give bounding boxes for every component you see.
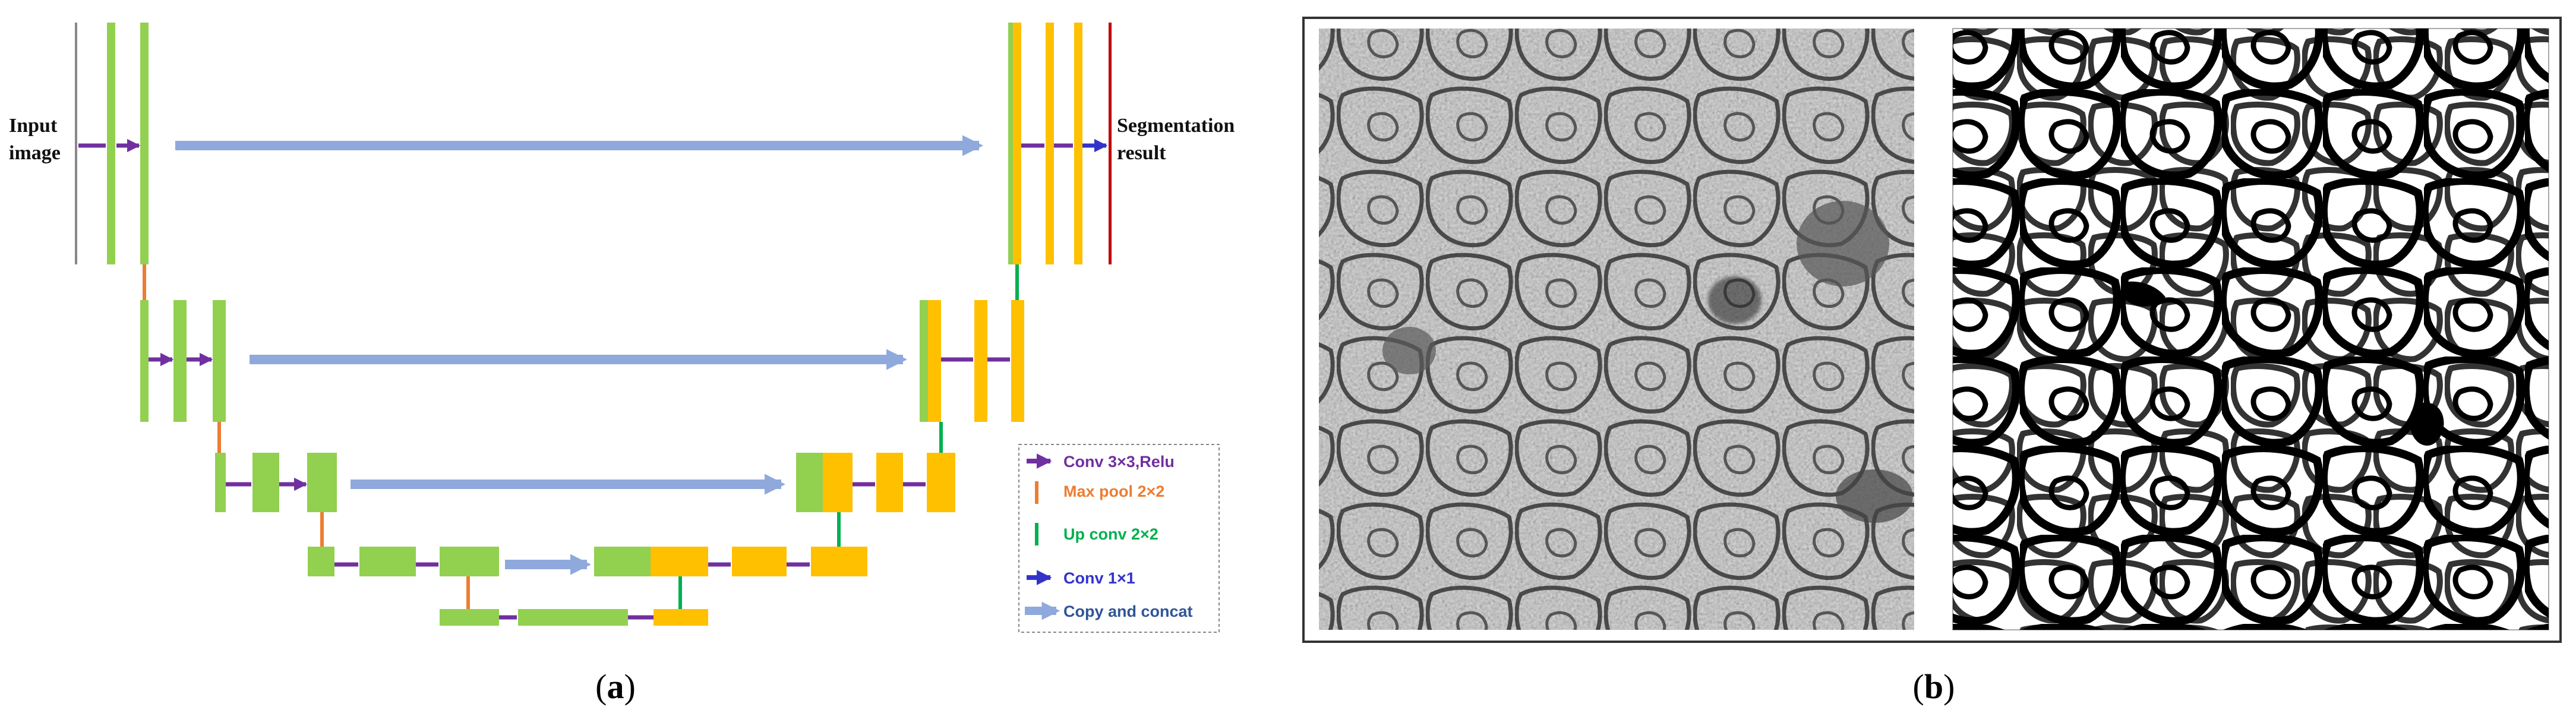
legend-copy-concat-label: Copy and concat <box>1063 603 1193 620</box>
em-micrograph-image <box>1319 29 1914 630</box>
decoder-l3-block-2 <box>876 453 903 512</box>
encoder-l2-block-3 <box>213 300 226 422</box>
decoder-l4-block-2 <box>732 547 787 576</box>
encoder-l3-block-1 <box>215 453 226 512</box>
caption-a: (a) <box>595 667 636 706</box>
segmentation-mask-image <box>1952 28 2549 630</box>
legend-max-pool-label: Max pool 2×2 <box>1063 482 1164 500</box>
segmentation-result-label-line2: result <box>1117 142 1166 164</box>
input-image-label: Input <box>9 115 58 137</box>
encoder-l4-block-2 <box>359 547 416 576</box>
input-image-label-line2: image <box>9 142 61 164</box>
decoder-l1-block-3 <box>1074 23 1082 264</box>
segmentation-output-line <box>1109 23 1112 264</box>
decoder-l1-yellow <box>1013 23 1021 264</box>
bottleneck-block-2 <box>518 609 628 626</box>
legend-conv1x1-label: Conv 1×1 <box>1063 569 1135 587</box>
encoder-l2-block-1 <box>140 300 149 422</box>
input-image-line <box>75 23 77 264</box>
legend-box <box>1018 444 1220 633</box>
legend-up-conv-label: Up conv 2×2 <box>1063 525 1158 543</box>
decoder-l4-yellow <box>651 547 708 576</box>
bottleneck-block-1 <box>440 609 499 626</box>
encoder-l4-block-3 <box>440 547 499 576</box>
encoder-l3-block-3 <box>307 453 337 512</box>
encoder-l1-block-1 <box>107 23 115 264</box>
caption-b: (b) <box>1913 667 1955 706</box>
decoder-l3-block-3 <box>927 453 955 512</box>
encoder-l2-block-2 <box>173 300 187 422</box>
decoder-l3-green <box>796 453 823 512</box>
encoder-l3-block-2 <box>252 453 279 512</box>
decoder-l2-block-3 <box>1011 300 1024 422</box>
decoder-l2-block-2 <box>974 300 987 422</box>
decoder-l3-yellow <box>823 453 853 512</box>
bottleneck-up-block <box>654 609 708 626</box>
em-segmentation-panel <box>1302 17 2562 643</box>
decoder-l4-block-3 <box>811 547 867 576</box>
encoder-l1-block-2 <box>140 23 149 264</box>
legend-conv-label: Conv 3×3,Relu <box>1063 453 1175 471</box>
legend: Conv 3×3,Relu Max pool 2×2 Up conv 2×2 C… <box>1018 444 1220 633</box>
decoder-l4-green <box>594 547 651 576</box>
decoder-l2-green <box>920 300 928 422</box>
unet-diagram: Input image Segmentation result <box>9 23 1235 633</box>
encoder-l4-block-1 <box>308 547 334 576</box>
decoder-l1-green <box>1008 23 1013 264</box>
decoder-l2-yellow <box>928 300 941 422</box>
decoder-l1-block-2 <box>1046 23 1054 264</box>
segmentation-result-label: Segmentation <box>1117 115 1235 137</box>
